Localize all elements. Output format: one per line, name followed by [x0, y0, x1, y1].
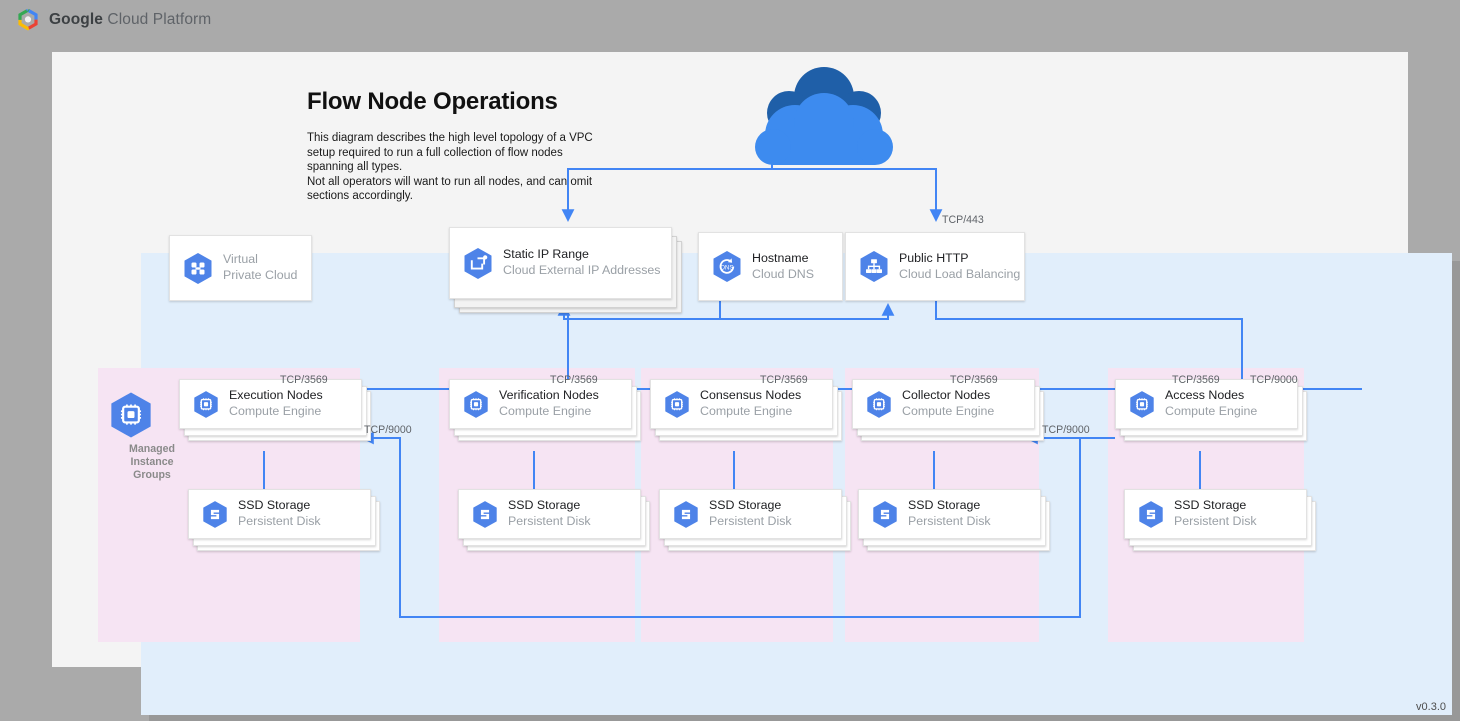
card-access-nodes[interactable]: Access Nodes Compute Engine — [1115, 379, 1298, 429]
persistent-disk-icon — [472, 500, 498, 529]
card-subtitle: Persistent Disk — [709, 514, 792, 528]
card-hostname[interactable]: DNS Hostname Cloud DNS — [698, 232, 843, 301]
card-execution-storage[interactable]: SSD Storage Persistent Disk — [188, 489, 371, 539]
card-subtitle: Compute Engine — [700, 404, 793, 418]
page-title: Flow Node Operations — [307, 88, 558, 115]
compute-engine-icon — [109, 391, 195, 439]
card-subtitle: Compute Engine — [499, 404, 592, 418]
card-title: SSD Storage — [1174, 498, 1247, 513]
persistent-disk-icon — [202, 500, 228, 529]
card-execution-nodes[interactable]: Execution Nodes Compute Engine — [179, 379, 362, 429]
persistent-disk-icon — [673, 500, 699, 529]
card-title: SSD Storage — [508, 498, 581, 513]
edge-label-https: TCP/443 — [942, 214, 984, 226]
card-subtitle: Compute Engine — [1165, 404, 1258, 418]
card-consensus-storage[interactable]: SSD Storage Persistent Disk — [659, 489, 842, 539]
card-virtual-private-cloud[interactable]: Virtual Private Cloud — [169, 235, 312, 301]
compute-engine-icon — [664, 390, 690, 419]
cloud-external-ip-icon — [463, 247, 493, 280]
card-subtitle: Compute Engine — [229, 404, 322, 418]
compute-engine-icon — [1129, 390, 1155, 419]
card-title: Public HTTP — [899, 250, 969, 265]
card-subtitle: Cloud External IP Addresses — [503, 263, 661, 277]
card-collector-nodes[interactable]: Collector Nodes Compute Engine — [852, 379, 1035, 429]
persistent-disk-icon — [872, 500, 898, 529]
managed-instance-groups-label: Managed Instance Groups — [129, 443, 175, 481]
card-subtitle: Persistent Disk — [238, 514, 321, 528]
card-subtitle: Persistent Disk — [508, 514, 591, 528]
gcp-header: Google Cloud Platform — [0, 0, 1460, 40]
edge-label-ingress-verification: TCP/3569 — [550, 374, 598, 386]
svg-text:DNS: DNS — [720, 265, 733, 272]
card-title: SSD Storage — [709, 498, 782, 513]
virtual-private-cloud-icon — [183, 252, 213, 285]
managed-instance-groups: Managed Instance Groups — [109, 391, 195, 482]
compute-engine-icon — [463, 390, 489, 419]
edge-label-ingress-execution: TCP/3569 — [280, 374, 328, 386]
card-public-http[interactable]: Public HTTP Cloud Load Balancing — [845, 232, 1025, 301]
edge-label-access-extra: TCP/9000 — [1250, 374, 1298, 386]
google-cloud-logo-icon — [16, 8, 40, 32]
diagram-page: Flow Node Operations This diagram descri… — [52, 52, 1452, 715]
card-subtitle: Persistent Disk — [1174, 514, 1257, 528]
card-title: Collector Nodes — [902, 388, 991, 403]
brand-rest: Cloud Platform — [103, 11, 212, 28]
card-title: Hostname — [752, 250, 809, 265]
card-subtitle: Private Cloud — [223, 268, 298, 282]
card-title: Execution Nodes — [229, 388, 323, 403]
edge-label-access-to-execution: TCP/9000 — [364, 424, 412, 436]
card-access-storage[interactable]: SSD Storage Persistent Disk — [1124, 489, 1307, 539]
edge-label-ingress-consensus: TCP/3569 — [760, 374, 808, 386]
card-consensus-nodes[interactable]: Consensus Nodes Compute Engine — [650, 379, 833, 429]
card-title: SSD Storage — [908, 498, 981, 513]
persistent-disk-icon — [1138, 500, 1164, 529]
card-title: Verification Nodes — [499, 388, 599, 403]
edge-label-ingress-collector: TCP/3569 — [950, 374, 998, 386]
card-subtitle: Persistent Disk — [908, 514, 991, 528]
edge-label-access-to-collector: TCP/9000 — [1042, 424, 1090, 436]
edge-label-ingress-access: TCP/3569 — [1172, 374, 1220, 386]
card-title: Virtual — [223, 252, 258, 267]
page-description: This diagram describes the high level to… — [307, 132, 593, 203]
card-subtitle: Cloud DNS — [752, 266, 814, 281]
compute-engine-icon — [193, 390, 219, 419]
brand-bold: Google — [49, 11, 103, 28]
version-label: v0.3.0 — [1416, 701, 1446, 713]
card-static-ip-range[interactable]: Static IP Range Cloud External IP Addres… — [449, 227, 672, 299]
card-collector-storage[interactable]: SSD Storage Persistent Disk — [858, 489, 1041, 539]
card-title: Access Nodes — [1165, 388, 1245, 403]
card-title: SSD Storage — [238, 498, 311, 513]
cloud-icon — [733, 67, 915, 167]
cloud-dns-icon: DNS — [712, 250, 742, 283]
cloud-load-balancing-icon — [859, 250, 889, 283]
card-verification-nodes[interactable]: Verification Nodes Compute Engine — [449, 379, 632, 429]
card-verification-storage[interactable]: SSD Storage Persistent Disk — [458, 489, 641, 539]
card-title: Static IP Range — [503, 247, 589, 262]
card-subtitle: Cloud Load Balancing — [899, 266, 1021, 281]
card-subtitle: Compute Engine — [902, 404, 995, 418]
compute-engine-icon — [866, 390, 892, 419]
gcp-wordmark: Google Cloud Platform — [49, 11, 211, 29]
card-title: Consensus Nodes — [700, 388, 802, 403]
